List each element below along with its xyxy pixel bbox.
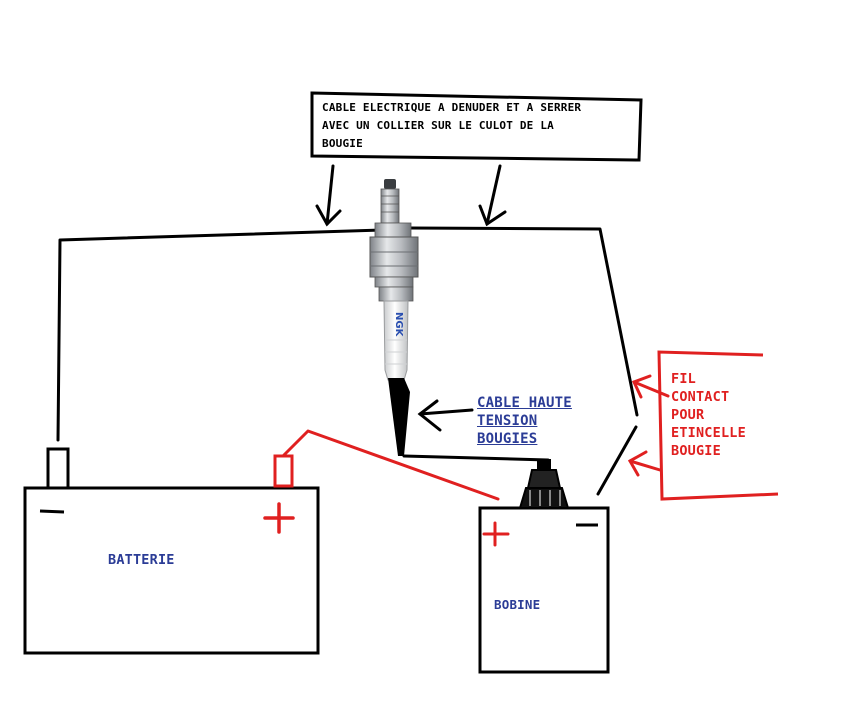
- high-voltage-label: CABLE HAUTE TENSION BOUGIES: [477, 394, 572, 448]
- battery-minus-terminal: [46, 447, 70, 490]
- red-wire: [281, 429, 500, 501]
- callout-arrow-right: [478, 164, 507, 227]
- coil-plus-sign: [482, 521, 510, 547]
- battery-plus-sign: [263, 502, 295, 534]
- spark-plug-brand: NGK: [393, 312, 404, 338]
- battery-body: [23, 486, 320, 655]
- contact-line-1: FIL: [671, 371, 696, 387]
- contact-label: FIL CONTACT POUR ETINCELLE BOUGIE: [671, 370, 746, 460]
- coil-label: BOBINE: [494, 597, 541, 612]
- wire-contact-switch: [596, 425, 638, 496]
- hv-line-1: CABLE HAUTE: [477, 395, 572, 411]
- contact-line-3: POUR: [671, 407, 705, 423]
- callout-arrow-left: [315, 164, 342, 227]
- callout-line-1: CABLE ELECTRIQUE A DENUDER ET A SERRER: [322, 101, 582, 114]
- battery-minus-sign: [39, 509, 65, 514]
- black-wires: [56, 226, 639, 496]
- contact-arrow-bottom: [627, 450, 662, 477]
- callout-label: CABLE ELECTRIQUE A DENUDER ET A SERRER AV…: [322, 99, 638, 153]
- battery-label: BATTERIE: [108, 552, 175, 568]
- contact-line-5: BOUGIE: [671, 443, 721, 459]
- coil-ht-terminal: [518, 459, 570, 509]
- hv-line-3: BOUGIES: [477, 431, 538, 447]
- contact-arrow-top: [631, 374, 670, 399]
- wire-high-voltage: [402, 454, 550, 462]
- callout-line-2: AVEC UN COLLIER SUR LE CULOT DE LA: [322, 119, 554, 132]
- contact-line-2: CONTACT: [671, 389, 730, 405]
- hv-arrow: [417, 399, 474, 432]
- callout-line-3: BOUGIE: [322, 137, 363, 150]
- callout-box: [310, 91, 643, 162]
- spark-plug-boot: [388, 378, 410, 456]
- wire-plug-to-contact: [408, 226, 639, 417]
- wire-battery-minus-to-plug: [56, 228, 385, 442]
- contact-line-4: ETINCELLE: [671, 425, 746, 441]
- spark-plug: NGK: [369, 179, 419, 456]
- battery-plus-terminal: [273, 454, 294, 488]
- contact-label-box: [657, 350, 779, 501]
- hv-line-2: TENSION: [477, 413, 538, 429]
